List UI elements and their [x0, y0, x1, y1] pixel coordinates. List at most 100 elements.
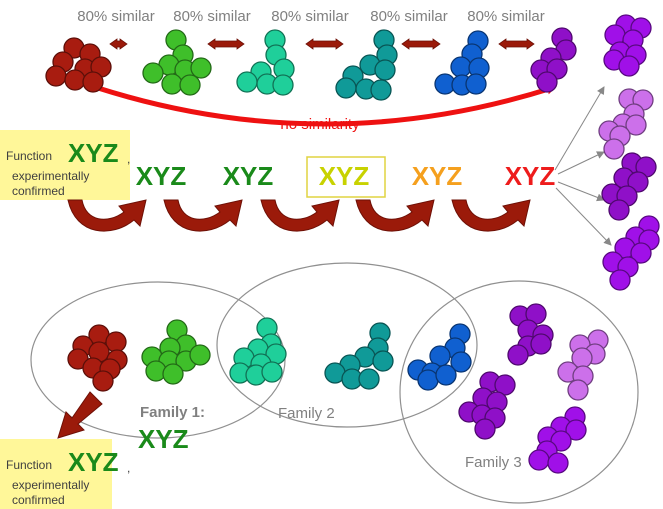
protein-sphere	[82, 71, 104, 93]
similarity-label-5: 80% similar	[467, 8, 545, 25]
protein-sphere	[565, 419, 587, 441]
protein-sphere	[603, 138, 625, 160]
protein-sphere	[567, 379, 589, 401]
protein-sphere	[417, 369, 439, 391]
lavender-cluster-bottom	[557, 329, 609, 401]
protein-sphere	[370, 79, 392, 101]
family-1-ellipse	[30, 281, 286, 439]
fan-arrow-3	[557, 181, 605, 202]
function-box-top	[0, 130, 130, 200]
purple-cluster-right	[601, 152, 657, 221]
propagation-arrows	[67, 199, 531, 232]
blue-cluster-bottom	[407, 323, 472, 391]
double-arrow-4	[401, 38, 441, 50]
protein-sphere	[92, 370, 114, 392]
function-box-bottom	[0, 439, 112, 509]
function-line3-bottom: confirmed	[12, 493, 65, 507]
protein-sphere	[236, 71, 258, 93]
function-comma-top: ,	[127, 152, 130, 166]
green-cluster-bottom	[141, 319, 211, 385]
double-arrow-2	[207, 38, 245, 50]
no-similarity-label: no similarity	[280, 116, 360, 133]
blue-cluster-top	[434, 30, 490, 96]
protein-sphere	[630, 242, 652, 264]
protein-sphere	[536, 71, 558, 93]
protein-sphere	[372, 350, 394, 372]
protein-sphere	[530, 333, 552, 355]
family-1-function: XYZ	[138, 424, 189, 454]
green-cluster-top	[142, 29, 212, 96]
chain-label-4: XYZ	[412, 161, 463, 191]
violet-cluster-right-2	[602, 215, 660, 291]
function-comma-bottom: ,	[127, 461, 130, 475]
propagation-arrow-2	[163, 199, 243, 232]
family-3-label: Family 3	[465, 454, 522, 471]
function-xyz-bottom: XYZ	[68, 447, 119, 477]
family-1-down-arrow	[57, 391, 103, 439]
protein-sphere	[190, 57, 212, 79]
mint-cluster-top	[236, 29, 295, 96]
protein-clusters	[45, 14, 660, 474]
chain-label-2: XYZ	[223, 161, 274, 191]
protein-sphere	[618, 55, 640, 77]
protein-sphere	[374, 59, 396, 81]
protein-sphere	[450, 351, 472, 373]
propagation-arrow-4	[355, 199, 435, 232]
similarity-label-2: 80% similar	[173, 8, 251, 25]
function-line2-top: experimentally	[12, 169, 89, 183]
protein-sphere	[179, 74, 201, 96]
teal-cluster-top	[335, 29, 398, 101]
fan-arrow-2	[557, 151, 605, 175]
protein-sphere	[272, 74, 294, 96]
purple-cluster-bottom-2	[458, 371, 516, 440]
double-arrow-1	[109, 38, 128, 50]
chain-label-1: XYZ	[136, 161, 187, 191]
similarity-label-4: 80% similar	[370, 8, 448, 25]
no-similarity-arrow	[91, 81, 557, 127]
double-arrow-3	[305, 38, 344, 50]
protein-sphere	[465, 73, 487, 95]
purple-cluster-bottom-1	[507, 303, 554, 366]
protein-sphere	[507, 344, 529, 366]
protein-sphere	[528, 449, 550, 471]
function-word-bottom: Function	[6, 458, 52, 472]
propagation-arrow-5	[451, 199, 531, 232]
protein-sphere	[162, 363, 184, 385]
red-cluster-bottom	[67, 324, 128, 392]
function-xyz-top: XYZ	[68, 138, 119, 168]
protein-sphere	[625, 114, 647, 136]
protein-sphere	[627, 171, 649, 193]
protein-sphere	[474, 418, 496, 440]
function-line3-top: confirmed	[12, 184, 65, 198]
similarity-arrows	[109, 38, 535, 50]
fan-arrow-1	[554, 86, 605, 171]
purple-cluster-top	[530, 27, 577, 93]
chain-label-3: XYZ	[319, 161, 370, 191]
lavender-cluster-right	[598, 88, 654, 160]
mint-cluster-bottom	[229, 317, 287, 386]
fan-arrow-4	[555, 187, 612, 246]
protein-sphere	[142, 62, 164, 84]
violet-cluster-bottom	[528, 406, 587, 474]
family-2-label: Family 2	[278, 405, 335, 422]
similarity-label-1: 80% similar	[77, 8, 155, 25]
protein-sphere	[435, 364, 457, 386]
chain-label-highlight-box	[306, 156, 386, 198]
protein-sphere	[547, 452, 569, 474]
chain-label-5: XYZ	[505, 161, 556, 191]
protein-sphere	[335, 77, 357, 99]
propagation-arrow-3	[260, 199, 340, 232]
function-line2-bottom: experimentally	[12, 478, 89, 492]
protein-sphere	[64, 69, 86, 91]
red-cluster-top	[45, 37, 112, 93]
function-word-top: Function	[6, 149, 52, 163]
protein-sphere	[45, 65, 67, 87]
protein-sphere	[261, 361, 283, 383]
protein-sphere	[608, 199, 630, 221]
family-2-ellipse	[216, 262, 478, 428]
protein-sphere	[450, 56, 472, 78]
protein-sphere	[161, 73, 183, 95]
similarity-label-3: 80% similar	[271, 8, 349, 25]
